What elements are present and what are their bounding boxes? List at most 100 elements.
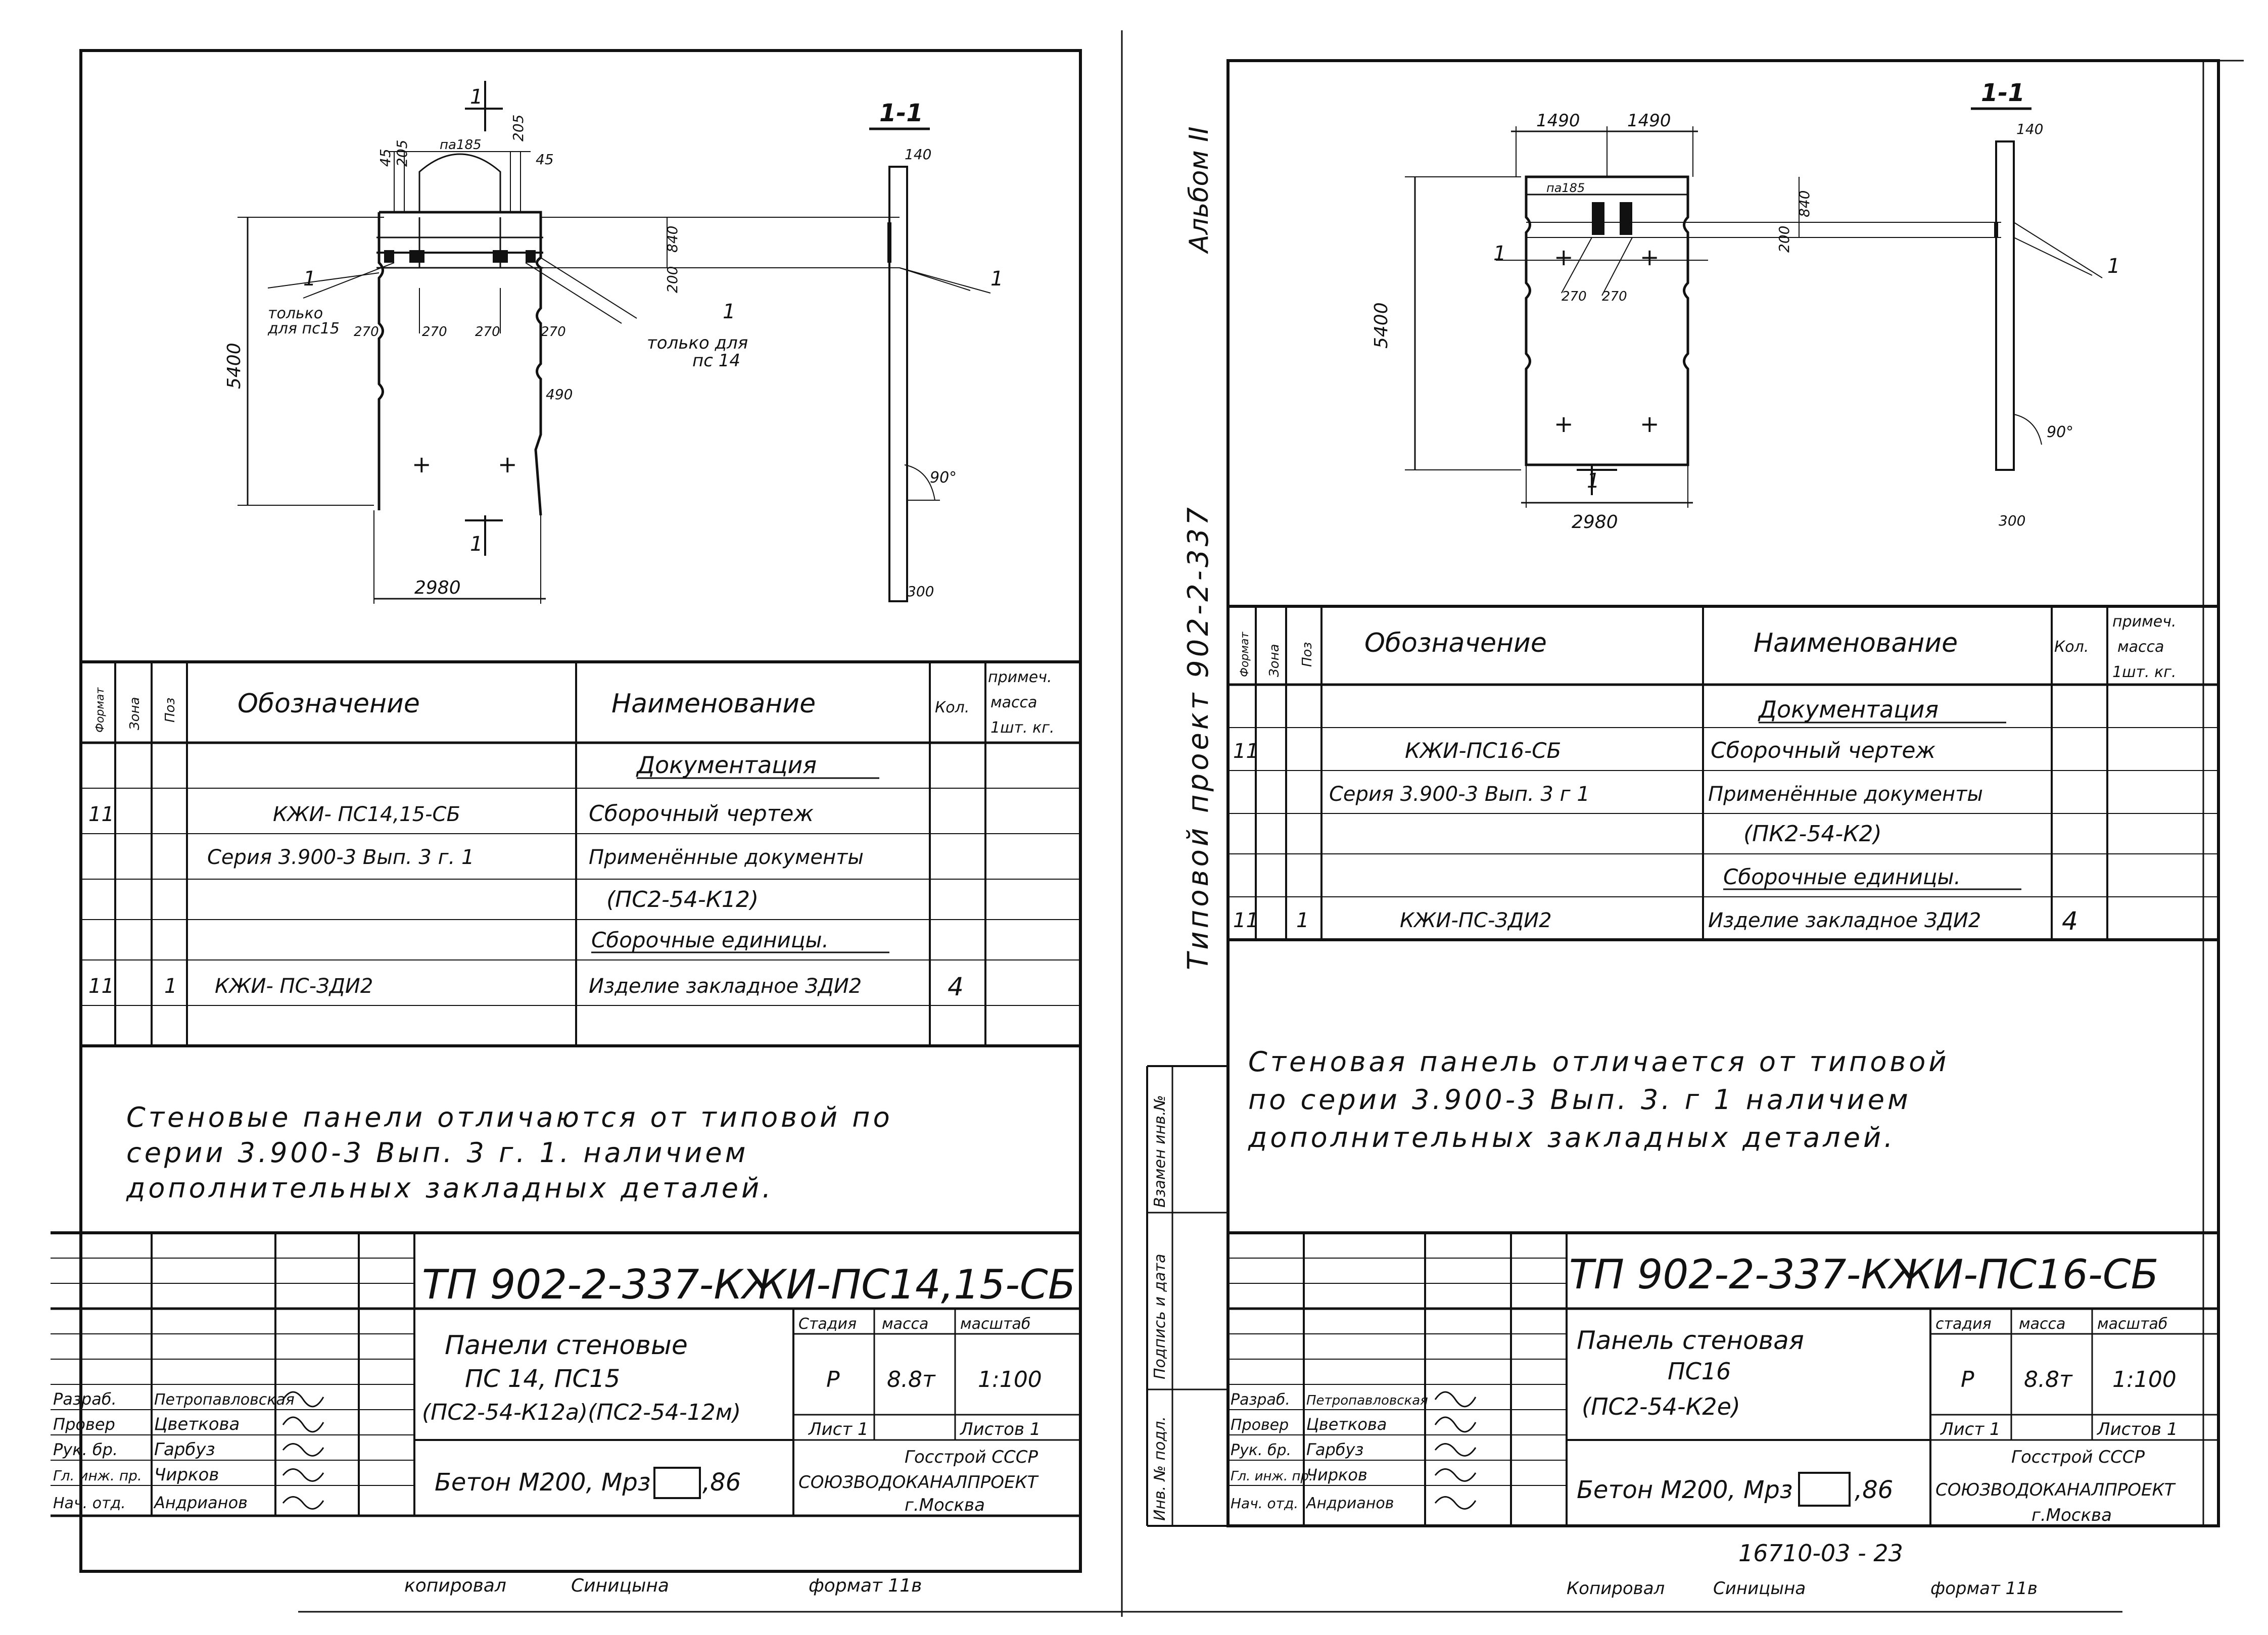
right-item-name-1: Панель стеновая	[1577, 1326, 1804, 1355]
right-org-2: СОЮЗВОДОКАНАЛПРОЕКТ	[1935, 1480, 2176, 1500]
left-dim-pa185: па185	[440, 137, 482, 153]
right-dim-270b: 270	[1602, 289, 1627, 304]
right-drawing-code: ТП 902-2-337-КЖИ-ПС16-СБ	[1569, 1251, 2158, 1298]
right-mass: 8.8т	[2024, 1367, 2073, 1392]
right-footer-copied: Копировал	[1567, 1578, 1665, 1599]
left-section-mark-top: 1	[470, 85, 483, 109]
right-embedded-plate-1	[1592, 202, 1604, 235]
left-mass-label: масса	[882, 1315, 928, 1333]
left-cut-mark-2: 1	[723, 300, 735, 323]
right-lifting-mark-2: +	[1640, 244, 1660, 271]
right-side-project: Типовой проект 902-2-337	[1182, 504, 1215, 970]
left-spec-table: Формат Зона Поз Обозначение Наименование…	[81, 660, 1080, 1047]
right-row1-name: Сборочный чертеж	[1711, 738, 1935, 763]
left-row4-name: Изделие закладное ЗДИ2	[589, 975, 862, 998]
right-item-name-2: ПС16	[1668, 1358, 1731, 1385]
left-role-5: Нач. отд.	[53, 1495, 126, 1512]
left-sheet-no: Лист 1	[808, 1419, 869, 1439]
right-footer-format: формат 11в	[1930, 1578, 2038, 1599]
left-drawing: 5400 45 205 па185 205 45 1 840 200	[224, 81, 1003, 604]
left-item-name-3: (ПС2-54-К12а)(ПС2-54-12м)	[422, 1400, 741, 1425]
left-scale: 1:100	[978, 1367, 1042, 1392]
right-footer-copier: Синицына	[1713, 1578, 1806, 1599]
right-stage-label: стадия	[1935, 1315, 1992, 1333]
left-note-only-ps14-2: пс 14	[692, 351, 740, 371]
left-cut-mark-3: 1	[990, 267, 1003, 291]
right-embedded-plate-2	[1620, 202, 1632, 235]
left-footer-copier: Синицына	[571, 1575, 669, 1596]
right-dim-1490b: 1490	[1627, 111, 1671, 131]
left-mass: 8.8т	[887, 1367, 936, 1392]
left-material: Бетон М200, Мрз	[435, 1468, 650, 1497]
left-role-5-name: Андрианов	[153, 1493, 248, 1512]
right-lifting-mark-1: +	[1554, 244, 1574, 271]
right-dim-300: 300	[1999, 512, 2025, 529]
left-row1-designation: КЖИ- ПС14,15-СБ	[273, 803, 460, 826]
left-th-pos: Поз	[163, 698, 178, 723]
left-dim-205b: 205	[510, 115, 527, 141]
left-dim-270c: 270	[475, 324, 500, 340]
left-lifting-mark-1: +	[412, 451, 432, 478]
left-role-3-name: Гарбуз	[154, 1439, 215, 1460]
right-dim-5400: 5400	[1371, 302, 1392, 349]
left-role-2: Провер	[53, 1415, 115, 1434]
left-footer-format: формат 11в	[809, 1575, 922, 1596]
right-role-2: Провер	[1231, 1416, 1289, 1434]
right-scale: 1:100	[2112, 1367, 2177, 1392]
left-cut-mark-1: 1	[303, 267, 316, 291]
left-org-2: СОЮЗВОДОКАНАЛПРОЕКТ	[798, 1472, 1039, 1493]
left-note-only-ps15-1: только	[268, 305, 323, 322]
right-row4-name: Изделие закладное ЗДИ2	[1708, 909, 1981, 932]
left-drawing-code: ТП 902-2-337-КЖИ-ПС14,15-СБ	[422, 1261, 1076, 1308]
left-row3-name: (ПС2-54-К12)	[606, 887, 759, 912]
left-frost-box	[653, 1467, 701, 1499]
right-row2-designation: Серия 3.900-3 Вып. 3 г 1	[1329, 783, 1590, 806]
left-dim-490: 490	[546, 386, 573, 403]
left-row4-designation: КЖИ- ПС-ЗДИ2	[215, 975, 373, 998]
right-role-4: Гл. инж. пр.	[1231, 1469, 1313, 1484]
right-side-col-replace: Взамен инв.№	[1151, 1095, 1169, 1208]
left-note-only-ps15-2: для пс15	[267, 320, 340, 338]
right-section-assembly-units: Сборочные единицы.	[1723, 864, 1961, 889]
left-dim-140: 140	[905, 146, 931, 163]
left-role-2-name: Цветкова	[154, 1414, 240, 1434]
right-frost-box	[1798, 1472, 1851, 1507]
left-section-label: 1-1	[879, 99, 923, 127]
left-dim-270b: 270	[422, 324, 447, 340]
right-footer: Копировал Синицына формат 11в	[1567, 1578, 2038, 1599]
left-material-tail: ,86	[702, 1468, 741, 1497]
right-note-line-3: дополнительных закладных деталей.	[1248, 1122, 1896, 1153]
left-row2-name: Применённые документы	[589, 846, 864, 869]
left-angle-90: 90°	[930, 469, 957, 487]
left-dim-45a: 45	[377, 149, 394, 167]
right-panel-outline	[1525, 175, 1689, 466]
right-role-5-name: Андрианов	[1305, 1495, 1394, 1512]
right-dim-2980: 2980	[1572, 512, 1618, 533]
right-spec-table: Формат Зона Поз Обозначение Наименование…	[1228, 605, 2218, 941]
right-lifting-mark-3: +	[1554, 410, 1574, 438]
right-role-2-name: Цветкова	[1306, 1415, 1387, 1434]
left-scale-label: масштаб	[960, 1315, 1030, 1333]
right-material-tail: ,86	[1855, 1476, 1893, 1504]
left-section-assembly-units: Сборочные единицы.	[591, 928, 829, 952]
left-role-1-name: Петропавловская	[154, 1391, 295, 1409]
left-row4-pos: 1	[164, 975, 177, 998]
right-dim-270a: 270	[1562, 289, 1587, 304]
left-section-documentation: Документация	[636, 751, 817, 779]
right-sheets-total: Листов 1	[2096, 1419, 2178, 1439]
right-row3-name: (ПК2-54-К2)	[1743, 821, 1882, 847]
right-section-mark-bottom: 1	[1587, 469, 1599, 493]
right-role-1: Разраб.	[1231, 1391, 1290, 1409]
right-cut-mark-2: 1	[2107, 255, 2120, 278]
right-section-label: 1-1	[1981, 79, 2025, 107]
left-dim-840: 840	[664, 226, 681, 253]
right-dim-200: 200	[1776, 226, 1792, 253]
right-side-columns: Инв. № подл. Подпись и дата Взамен инв.№	[1146, 1065, 1228, 1527]
left-embedded-plate-2	[493, 250, 508, 263]
right-th-format: Формат	[1239, 632, 1251, 677]
left-row2-designation: Серия 3.900-3 Вып. 3 г. 1	[207, 846, 474, 869]
right-item-name-3: (ПС2-54-К2е)	[1582, 1393, 1740, 1420]
left-section-mark-bottom: 1	[470, 533, 483, 556]
left-dim-2980: 2980	[414, 578, 461, 598]
left-footer-copied: копировал	[404, 1575, 506, 1596]
